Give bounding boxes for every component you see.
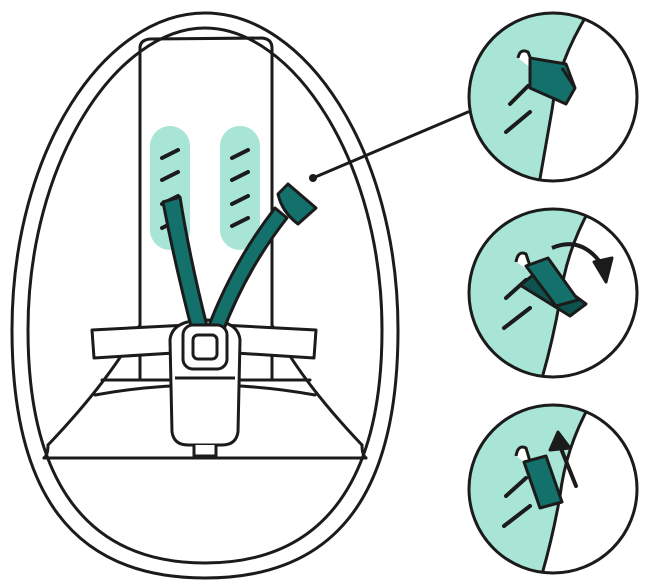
- callout-pointer: [309, 110, 470, 182]
- detail-step-3: [467, 403, 639, 575]
- slot-left-2: [160, 170, 180, 182]
- slot-right-4: [230, 216, 250, 228]
- seat: [10, 11, 400, 580]
- detail-2-seat-fabric: [469, 209, 592, 377]
- crotch-strap-tab: [192, 445, 218, 458]
- detail-1-seat-edge: [536, 13, 592, 181]
- slot-left-1: [160, 148, 180, 160]
- detail-3-ring: [467, 403, 639, 575]
- detail-1-seat-fabric: [469, 13, 590, 181]
- seat-legrest-left: [42, 443, 50, 460]
- harness-slots: [150, 126, 260, 250]
- slot-right-1: [230, 148, 250, 160]
- strap-anchor-right: [276, 182, 318, 226]
- seat-shell-outer: [10, 11, 400, 580]
- callout-line: [311, 110, 470, 180]
- slot-panel-right: [220, 126, 260, 250]
- slot-right-2: [230, 170, 250, 182]
- shoulder-straps: [161, 182, 318, 336]
- strap-anchor-inserted-icon: [516, 49, 577, 106]
- detail-1-ring: [467, 11, 639, 183]
- detail-2-ring: [467, 207, 639, 379]
- detail-step-2: [467, 207, 639, 379]
- seat-backrest: [138, 36, 274, 382]
- buckle-inner: [191, 333, 219, 361]
- harness-buckle: [181, 323, 229, 371]
- seat-shell-inner: [26, 26, 384, 565]
- detail-step-1: [467, 11, 639, 183]
- strap-anchor-rotate-icon: [514, 242, 614, 318]
- seat-legrest-right: [360, 443, 368, 460]
- callout-dot: [309, 174, 317, 182]
- strap-anchor-pull-out-icon: [514, 430, 578, 510]
- slot-right-3: [230, 194, 250, 206]
